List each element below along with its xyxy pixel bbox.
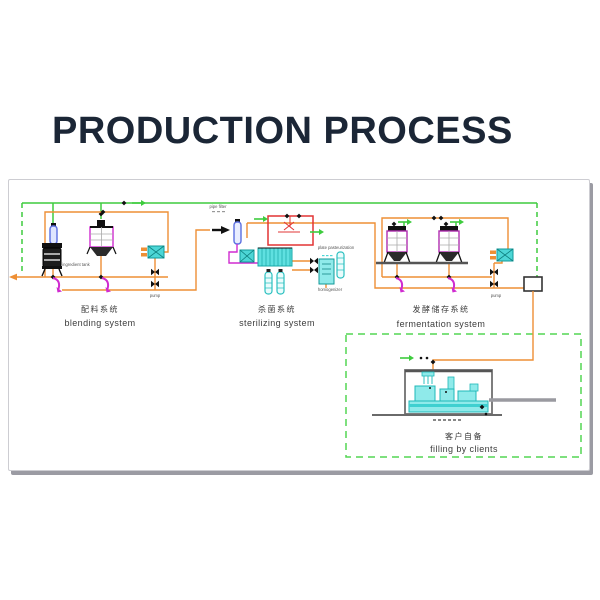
fermentation-pump-label: pump [491,293,502,298]
fermentation-label-en: fermentation system [397,319,486,329]
blending-label-en: blending system [64,318,135,328]
filling-label-zh: 客户自备 [445,431,483,441]
fermentation-tank-1 [383,225,411,264]
fermentation-tank-2 [435,225,463,264]
tubular-sterilizer [267,213,314,246]
filling-label-en: filling by clients [430,444,498,454]
ingredient-tank [41,223,63,277]
plate-pasteurization-label: plate pasteurization [318,245,355,250]
homogenizer-label: homogenizer [318,287,343,292]
junction-box [523,276,543,292]
utility-green-lines [21,199,538,277]
sterilizing-label-zh: 杀菌系统 [258,304,296,314]
ingredient-tank-label: ingredient tank [62,262,90,267]
sterilizer-feed-pump [239,249,255,263]
page-title: PRODUCTION PROCESS [52,110,513,152]
chiller-label-marks [322,255,333,257]
filling-machine [404,369,493,415]
sterilizing-system: pipe filter plate pasteurization homogen… [210,204,524,328]
pipe-filter-subtext-marks [212,211,225,213]
machine-caption-marks [433,419,461,421]
blending-system: ingredient tank pump 配料系统 blending syste… [9,209,210,328]
fermentation-pump [489,248,514,262]
blending-label-zh: 配料系统 [81,304,119,314]
filling-boundary [345,333,582,458]
pasteurizer-column [336,251,345,279]
blending-piping [9,209,210,291]
filling-section: 客户自备 filling by clients [345,291,582,458]
fermentation-label-zh: 发酵储存系统 [413,304,470,314]
blending-pump [140,245,165,259]
fermentation-system: pump 发酵储存系统 fermentation system [376,215,543,329]
blending-pump-label: pump [150,293,161,298]
mixing-tank [86,220,117,256]
sterilizing-label-en: sterilizing system [239,318,315,328]
pipe-filter-label: pipe filter [210,204,228,209]
pipe-filter [233,219,242,245]
homogenizer [318,258,335,285]
plate-heat-exchanger [257,247,293,267]
